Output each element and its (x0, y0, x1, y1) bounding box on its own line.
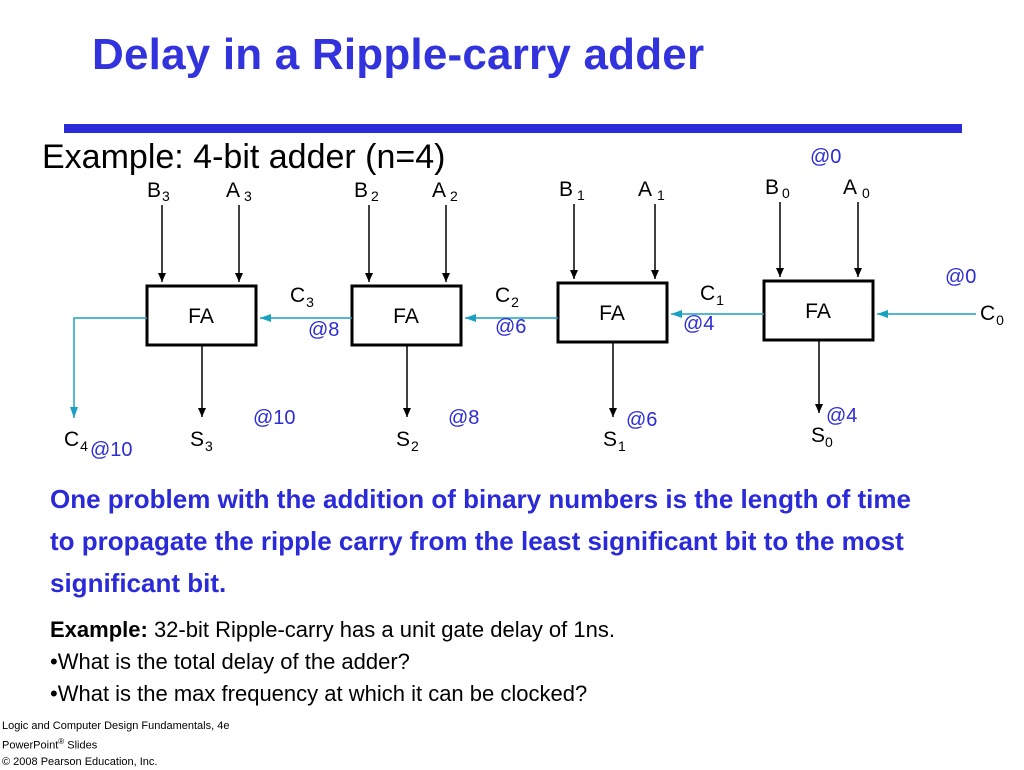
c2-time: @6 (495, 316, 526, 338)
footer-line-1: Logic and Computer Design Fundamentals, … (2, 720, 230, 732)
question-max-frequency: •What is the max frequency at which it c… (50, 681, 588, 706)
c4-label: C4 (64, 428, 88, 454)
s1-label: S1 (603, 428, 626, 454)
footer-credits: Logic and Computer Design Fundamentals, … (2, 718, 229, 770)
c0-label: C0 (980, 302, 1004, 328)
s0-time: @4 (826, 405, 857, 427)
fa-label-0: FA (805, 300, 831, 323)
example-heading: Example: 4-bit adder (n=4) (42, 138, 446, 176)
c3-time: @8 (308, 319, 339, 341)
s3-time: @10 (253, 407, 296, 429)
title-underline (64, 124, 962, 133)
example-line: Example: 32-bit Ripple-carry has a unit … (50, 614, 615, 646)
fa-box-1 (556, 281, 669, 344)
fa-label-3: FA (188, 305, 214, 328)
example-label: Example: (50, 617, 148, 642)
footer-line-2: PowerPoint® Slides (2, 737, 98, 752)
fa-label-1: FA (599, 302, 625, 325)
problem-statement: One problem with the addition of binary … (50, 484, 911, 598)
c4-wire (70, 317, 147, 418)
inputs-time: @0 (810, 146, 841, 168)
c1-label: C1 (700, 282, 724, 308)
fa-label-2: FA (393, 305, 419, 328)
s3-label: S3 (190, 428, 213, 454)
s0-label: S0 (811, 424, 833, 450)
slide-title: Delay in a Ripple-carry adder (92, 30, 705, 79)
c1-time: @4 (683, 313, 714, 335)
s1-time: @6 (626, 409, 657, 431)
s2-label: S2 (396, 428, 419, 454)
footer-line-3: © 2008 Pearson Education, Inc. (2, 755, 158, 768)
c4-time: @10 (90, 439, 133, 461)
c0-time: @0 (945, 266, 976, 288)
s2-time: @8 (448, 407, 479, 429)
c3-label: C3 (290, 284, 314, 310)
c2-label: C2 (495, 284, 519, 310)
carry-chain: @0 C0 C1 @4 C2 @6 C3 @8 C4 @10 (64, 266, 1004, 461)
question-total-delay: •What is the total delay of the adder? (50, 649, 410, 674)
question-block: Example: 32-bit Ripple-carry has a unit … (50, 614, 615, 710)
fa-box-2 (350, 284, 463, 347)
b3-label: B3 (147, 179, 170, 204)
example-text: 32-bit Ripple-carry has a unit gate dela… (147, 617, 615, 642)
